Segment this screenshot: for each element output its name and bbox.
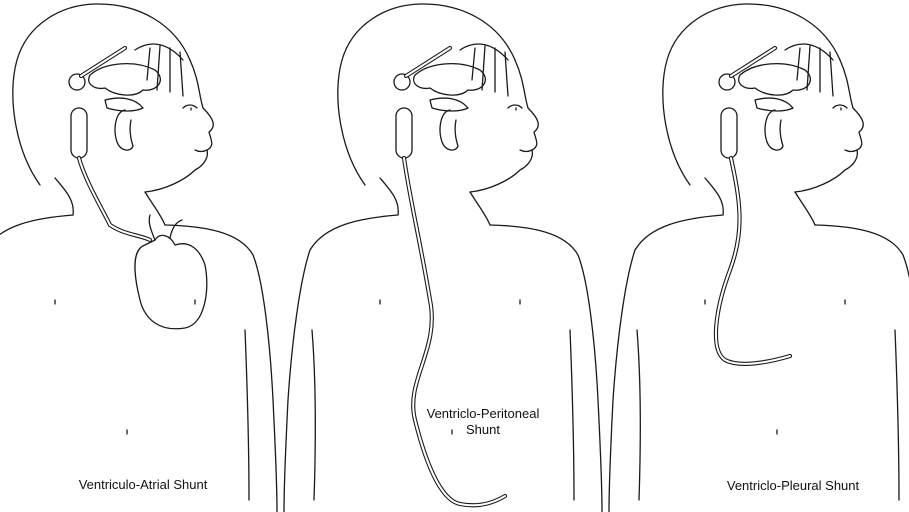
label-ventriculo-pleural: Ventriclo-Pleural Shunt xyxy=(708,478,878,494)
figure-ventriculo-pleural xyxy=(609,4,909,512)
figure-ventriculo-atrial xyxy=(0,4,277,512)
label-ventriculo-atrial: Ventriculo-Atrial Shunt xyxy=(58,477,228,493)
shunt-catheter-pleural xyxy=(716,158,790,364)
shunt-catheter-peritoneal xyxy=(404,158,505,505)
label-ventriculo-peritoneal: Ventriclo-Peritoneal Shunt xyxy=(408,406,558,438)
heart-outline xyxy=(135,235,207,328)
